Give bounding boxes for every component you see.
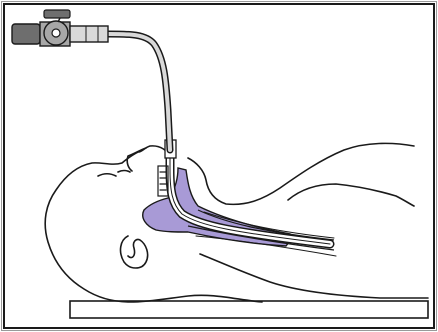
bronchoscope-icon: [12, 10, 170, 150]
table-icon: [70, 301, 428, 318]
